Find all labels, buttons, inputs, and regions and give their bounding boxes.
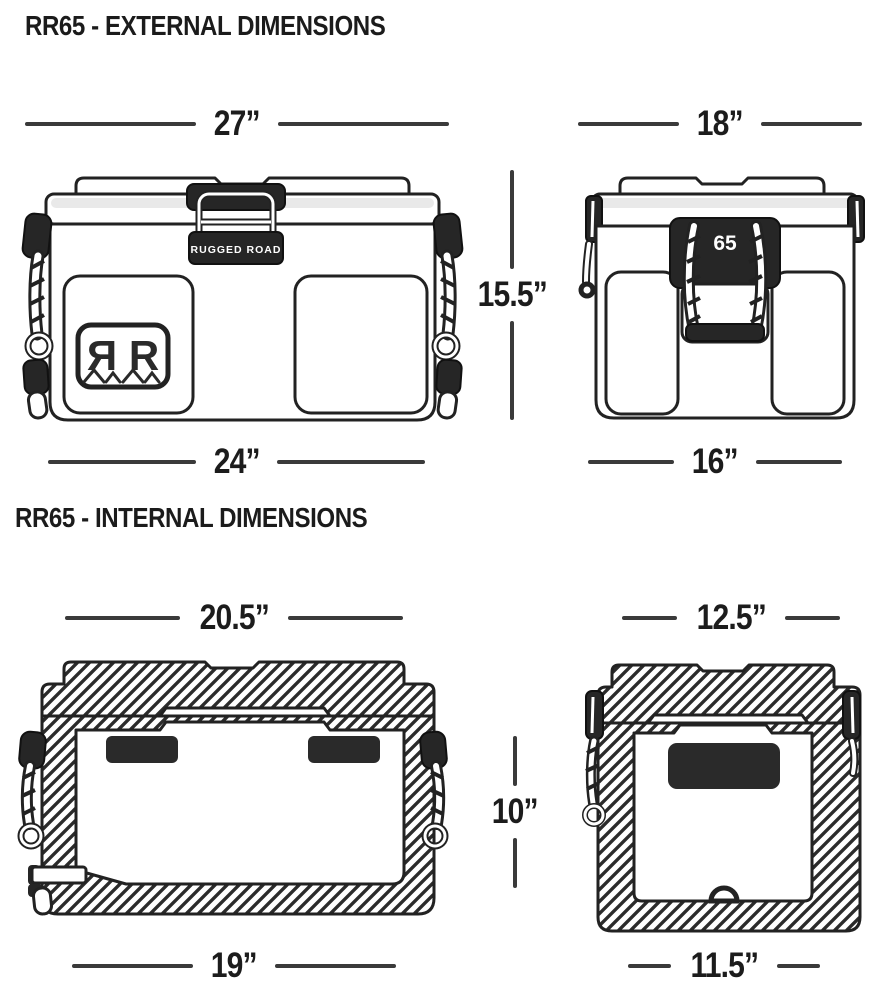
latch-end-left: [582, 690, 606, 827]
dimension-line: [510, 321, 514, 420]
dimension-value: 10”: [492, 792, 539, 831]
rope-handle-icon: [17, 730, 47, 850]
dimension-value: 20.5”: [199, 598, 269, 637]
lid-top: [618, 176, 826, 196]
right-panel: [770, 270, 846, 416]
drain-hole: [708, 885, 740, 904]
cooler-front-internal-view: [8, 648, 458, 941]
handle-grip: [685, 323, 765, 342]
drain-plug: [28, 865, 88, 916]
tray-ledge-right: [308, 736, 380, 763]
cooler-side-external-view: 65: [570, 164, 880, 427]
dim-external-front-top: 27”: [25, 104, 449, 144]
lid-cross-section: [596, 663, 862, 725]
latch-end-left: [578, 195, 603, 299]
dim-external-front-bottom: 24”: [48, 442, 425, 482]
dimension-line: [510, 170, 514, 269]
right-panel: [293, 274, 429, 415]
dimension-value: 18”: [697, 104, 744, 143]
lid-cross-section: [40, 660, 436, 718]
logo-mountains: [82, 367, 161, 384]
tray-ledge: [668, 743, 780, 789]
dimension-value: 27”: [214, 104, 261, 143]
dimension-value: 15.5”: [477, 275, 547, 314]
size-badge: 65: [713, 232, 737, 255]
dim-internal-height: 10”: [478, 736, 552, 888]
dimension-value: 11.5”: [690, 946, 759, 985]
dimension-line: [785, 616, 840, 620]
cooler-side-internal-view: [568, 645, 878, 950]
rope-handle-icon: [21, 212, 54, 420]
dimension-line: [65, 616, 180, 620]
dim-internal-side-bottom: 11.5”: [628, 946, 821, 986]
rope-handle-icon: [433, 213, 463, 419]
dim-external-side-top: 18”: [578, 104, 862, 144]
end-rope-handle-icon: [682, 220, 768, 342]
dimension-line: [72, 964, 194, 968]
dimension-line: [277, 460, 425, 464]
latch: RUGGED ROAD: [186, 183, 286, 265]
dimension-line: [274, 964, 396, 968]
dimension-line: [628, 964, 671, 968]
left-panel: [604, 270, 680, 416]
dim-internal-front-top: 20.5”: [65, 598, 403, 638]
dimension-line: [777, 964, 821, 968]
dimension-line: [755, 460, 842, 464]
dimension-value: 16”: [692, 442, 739, 481]
dimension-line: [622, 616, 677, 620]
dim-external-side-bottom: 16”: [588, 442, 842, 482]
wall-cross-section: [596, 721, 862, 933]
dimension-line: [277, 122, 449, 126]
dimension-line: [588, 460, 675, 464]
dimension-value: 12.5”: [696, 598, 766, 637]
dim-internal-side-top: 12.5”: [622, 598, 840, 638]
latch-brand-label: RUGGED ROAD: [191, 244, 282, 256]
tray-ledge-left: [106, 736, 178, 763]
dim-external-height: 15.5”: [468, 170, 556, 420]
dimension-line: [288, 616, 403, 620]
rugged-road-logo: R R: [75, 322, 171, 390]
dimension-line: [25, 122, 197, 126]
external-section-title: RR65 - EXTERNAL DIMENSIONS: [25, 10, 386, 41]
dimension-line: [578, 122, 680, 126]
dimension-value: 24”: [213, 442, 261, 481]
cooler-front-external-view: RUGGED ROAD R R: [20, 164, 465, 427]
dimension-line: [760, 122, 862, 126]
lid-shading: [597, 198, 853, 208]
dimension-line: [513, 838, 517, 888]
dimension-line: [48, 460, 196, 464]
dimension-value: 19”: [211, 946, 258, 985]
dim-internal-front-bottom: 19”: [72, 946, 396, 986]
dimension-line: [513, 736, 517, 786]
latch-end-right: [842, 690, 861, 777]
internal-section-title: RR65 - INTERNAL DIMENSIONS: [15, 502, 368, 533]
